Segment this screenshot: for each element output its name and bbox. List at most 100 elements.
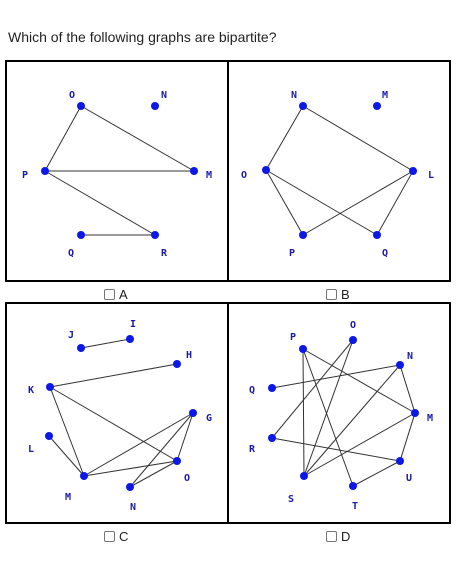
graph-c-label-g: G [206, 413, 212, 424]
graph-c-edge-j-i [80, 338, 131, 349]
graph-d-node-r [268, 434, 276, 442]
graph-d-edge-p-s [302, 348, 305, 477]
graph-d-node-o [349, 336, 357, 344]
graph-b-label-n: N [291, 90, 297, 101]
graph-c-edge-g-n [129, 412, 194, 488]
graph-c-node-m [80, 472, 88, 480]
graph-d-label-s: S [288, 494, 294, 505]
option-a[interactable]: A [104, 287, 128, 302]
graph-c-node-l [45, 432, 53, 440]
graph-a-node-q [77, 231, 85, 239]
graph-c-node-j [77, 344, 85, 352]
graph-d-node-q [268, 384, 276, 392]
graph-d-label-n: N [407, 351, 413, 362]
option-d[interactable]: D [326, 529, 350, 544]
graph-c-node-i [126, 335, 134, 343]
option-b[interactable]: B [326, 287, 350, 302]
option-a-checkbox[interactable] [104, 289, 115, 300]
graph-c-label-l: L [28, 444, 34, 455]
graph-b-edge-n-o [265, 105, 304, 171]
graph-c-edge-k-h [49, 363, 178, 388]
graph-a-label-n: N [161, 90, 167, 101]
option-d-label: D [341, 529, 351, 544]
graph-c-node-g [189, 409, 197, 417]
graph-d-edge-p-t [302, 348, 354, 487]
graph-c-label-m: M [65, 492, 71, 503]
graph-d-edge-o-r [271, 339, 354, 439]
graph-c-label-i: I [130, 319, 136, 330]
graph-b-edge-l-p [302, 170, 414, 236]
graph-a-label-p: P [22, 170, 28, 181]
graph-d-edge-n-s [303, 364, 401, 477]
option-d-checkbox[interactable] [326, 531, 337, 542]
graph-a-node-n [151, 102, 159, 110]
graph-b-edge-n-l [302, 105, 414, 172]
option-c[interactable]: C [104, 529, 128, 544]
graph-d-label-q: Q [249, 385, 255, 396]
graph-b-label-m: M [382, 90, 388, 101]
graph-a-edge-o-p [44, 105, 82, 172]
graph-b-node-p [299, 231, 307, 239]
graph-b-label-l: L [428, 170, 434, 181]
graph-c-edge-k-o [49, 386, 178, 462]
graph-c-label-n: N [130, 502, 136, 513]
graph-panel-d: P O N Q M R U S T [227, 302, 451, 524]
graph-d-edge-q-n [271, 364, 401, 389]
graph-d-label-p: P [290, 332, 296, 343]
graph-c-node-h [173, 360, 181, 368]
graph-d-label-r: R [249, 444, 256, 455]
graph-d-edge-u-r [271, 437, 401, 462]
graph-a-edge-p-r [44, 170, 156, 236]
graph-d-edge-m-u [399, 412, 416, 462]
graph-d-label-m: M [427, 413, 433, 424]
graph-c-edge-l-m [48, 435, 85, 477]
graph-c-edge-g-o [176, 412, 194, 462]
graph-a-node-r [151, 231, 159, 239]
graph-d-svg: P O N Q M R U S T [249, 320, 433, 512]
option-a-label: A [119, 287, 128, 302]
graph-d-edge-m-s [303, 412, 416, 477]
graph-d-label-u: U [406, 473, 412, 484]
graph-c-label-o: O [184, 473, 190, 484]
graph-d-node-s [300, 472, 308, 480]
graph-b-node-l [409, 167, 417, 175]
graph-c-edge-n-o [129, 460, 178, 488]
option-c-checkbox[interactable] [104, 531, 115, 542]
graph-d-node-n [396, 361, 404, 369]
option-b-label: B [341, 287, 350, 302]
graph-b-node-n [299, 102, 307, 110]
graph-panel-b: N M O L P Q [227, 60, 451, 282]
graph-b-label-o: O [241, 170, 247, 181]
option-b-checkbox[interactable] [326, 289, 337, 300]
graph-d-node-t [349, 482, 357, 490]
graph-d-node-p [299, 345, 307, 353]
graph-b-svg: N M O L P Q [241, 90, 434, 259]
graph-d-node-m [411, 409, 419, 417]
graph-a-label-r: R [161, 248, 168, 259]
graph-b-node-m [373, 102, 381, 110]
graph-b-node-q [373, 231, 381, 239]
graph-c-label-h: H [186, 350, 192, 361]
graph-b-edge-o-q [265, 169, 378, 236]
graph-c-node-k [46, 383, 54, 391]
graph-b-label-p: P [289, 248, 295, 259]
graph-c-node-n [126, 483, 134, 491]
graph-b-label-q: Q [382, 248, 388, 259]
graph-c-edge-k-m [49, 386, 85, 477]
graph-c-node-o [173, 457, 181, 465]
graph-a-edge-o-m [80, 105, 195, 172]
graph-d-label-o: O [350, 320, 356, 331]
graph-d-label-t: T [352, 501, 358, 512]
option-c-label: C [119, 529, 129, 544]
graph-d-edge-n-m [399, 364, 416, 414]
graph-b-node-o [262, 166, 270, 174]
graph-d-edge-p-m [302, 348, 416, 414]
question-text: Which of the following graphs are bipart… [8, 29, 277, 45]
graph-d-edge-u-t [352, 460, 401, 487]
graph-c-label-j: J [68, 330, 74, 341]
